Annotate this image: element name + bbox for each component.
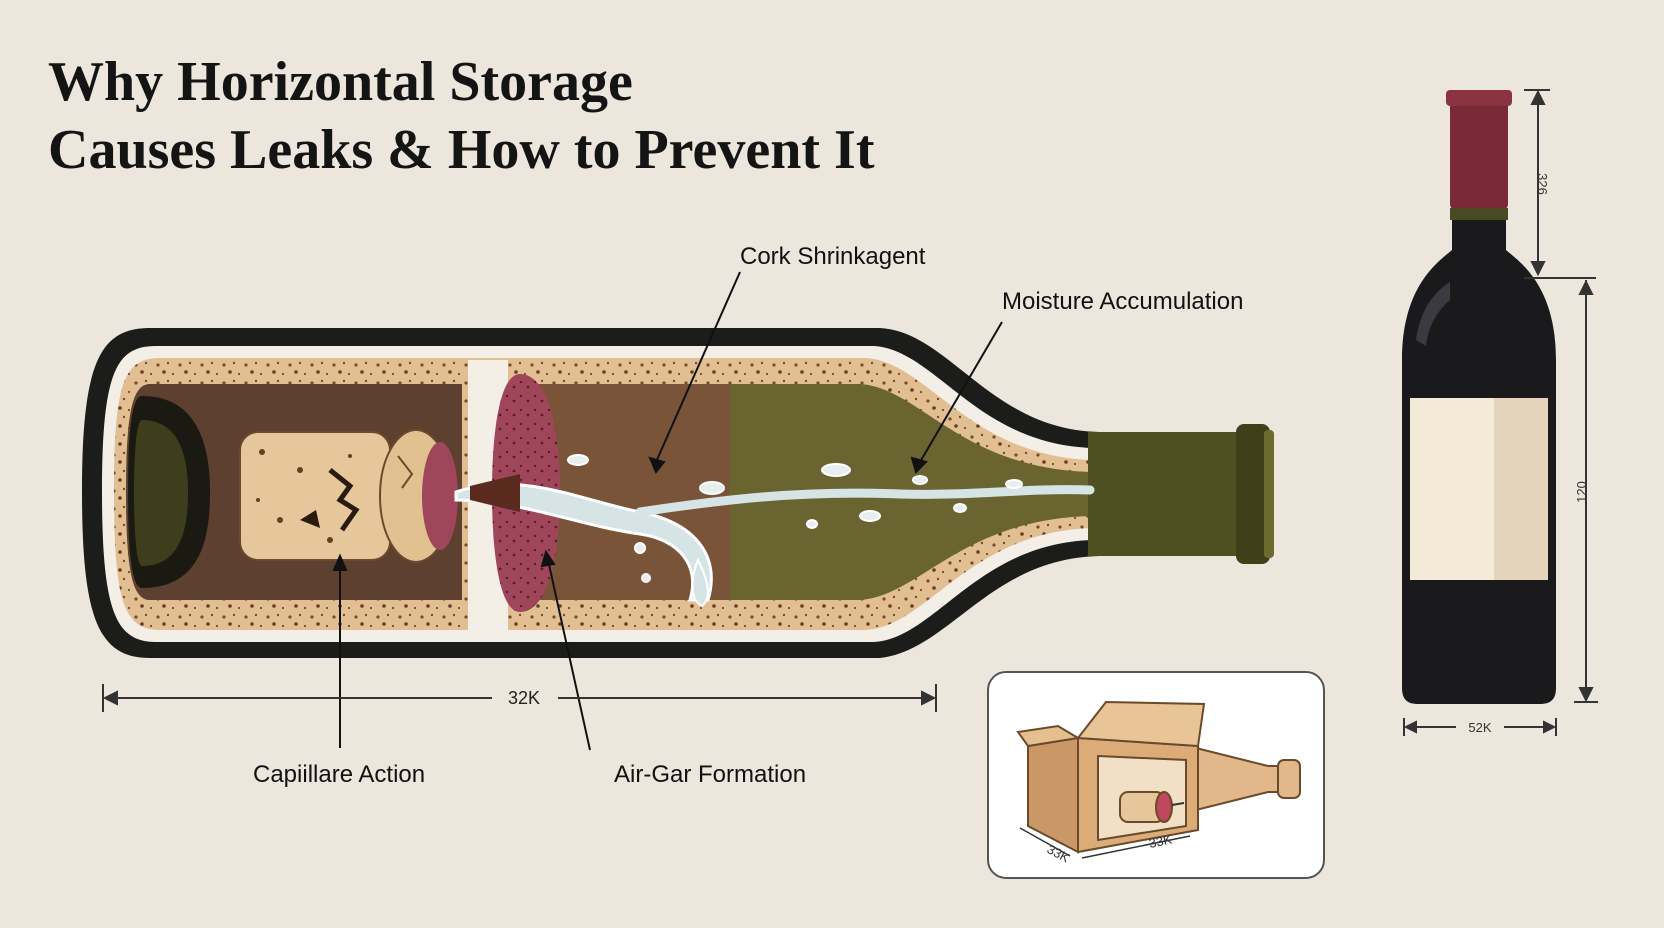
- horizontal-bottle-cutaway: [82, 328, 1274, 658]
- upright-bottle: [1402, 90, 1556, 704]
- upright-label-shade: [1494, 398, 1548, 580]
- upright-dimensions: [1403, 89, 1598, 736]
- length-dimension-label: 32K: [508, 688, 540, 708]
- box-dimension-b: 33K: [1148, 831, 1174, 851]
- box-dimension-lines: [1019, 827, 1191, 859]
- bottle-lip: [1236, 424, 1270, 564]
- title-line-1: Why Horizontal Storage: [48, 51, 633, 113]
- title-line-2: Causes Leaks & How to Prevent It: [48, 119, 875, 181]
- label-moisture-accumulation: Moisture Accumulation: [1002, 288, 1243, 315]
- bottle-punt-inner: [134, 420, 188, 566]
- page-title: Why Horizontal Storage Causes Leaks & Ho…: [48, 48, 874, 184]
- label-cork-shrinkage: Cork Shrinkagent: [740, 243, 926, 270]
- upright-capsule-band: [1450, 208, 1508, 220]
- storage-box-icon: [1016, 700, 1301, 854]
- upright-width-dimension: 52K: [1468, 720, 1491, 735]
- leak-drip: [691, 557, 709, 608]
- corkscrew-tip: [470, 474, 520, 512]
- label-capillary-action: Capiіllare Action: [253, 761, 425, 788]
- length-dimension: [102, 684, 937, 712]
- label-air-gap-formation: Air-Gar Formation: [614, 761, 806, 788]
- upright-bottle-highlight: [1416, 282, 1450, 346]
- bottle-neck: [1088, 432, 1238, 556]
- storage-box-inset: 33K 33K: [987, 671, 1325, 879]
- bottle-lip-edge: [1264, 430, 1274, 558]
- callout-leaders: [332, 271, 1003, 751]
- cork-icon: [239, 429, 458, 563]
- moisture-bubbles: [567, 454, 1023, 583]
- upright-neck-dimension: 326: [1535, 173, 1550, 195]
- upright-body-dimension: 120: [1574, 481, 1589, 503]
- upright-capsule-lip: [1446, 90, 1512, 106]
- upright-bottle-capsule: [1450, 90, 1508, 210]
- leak-stream-upper: [635, 485, 1095, 517]
